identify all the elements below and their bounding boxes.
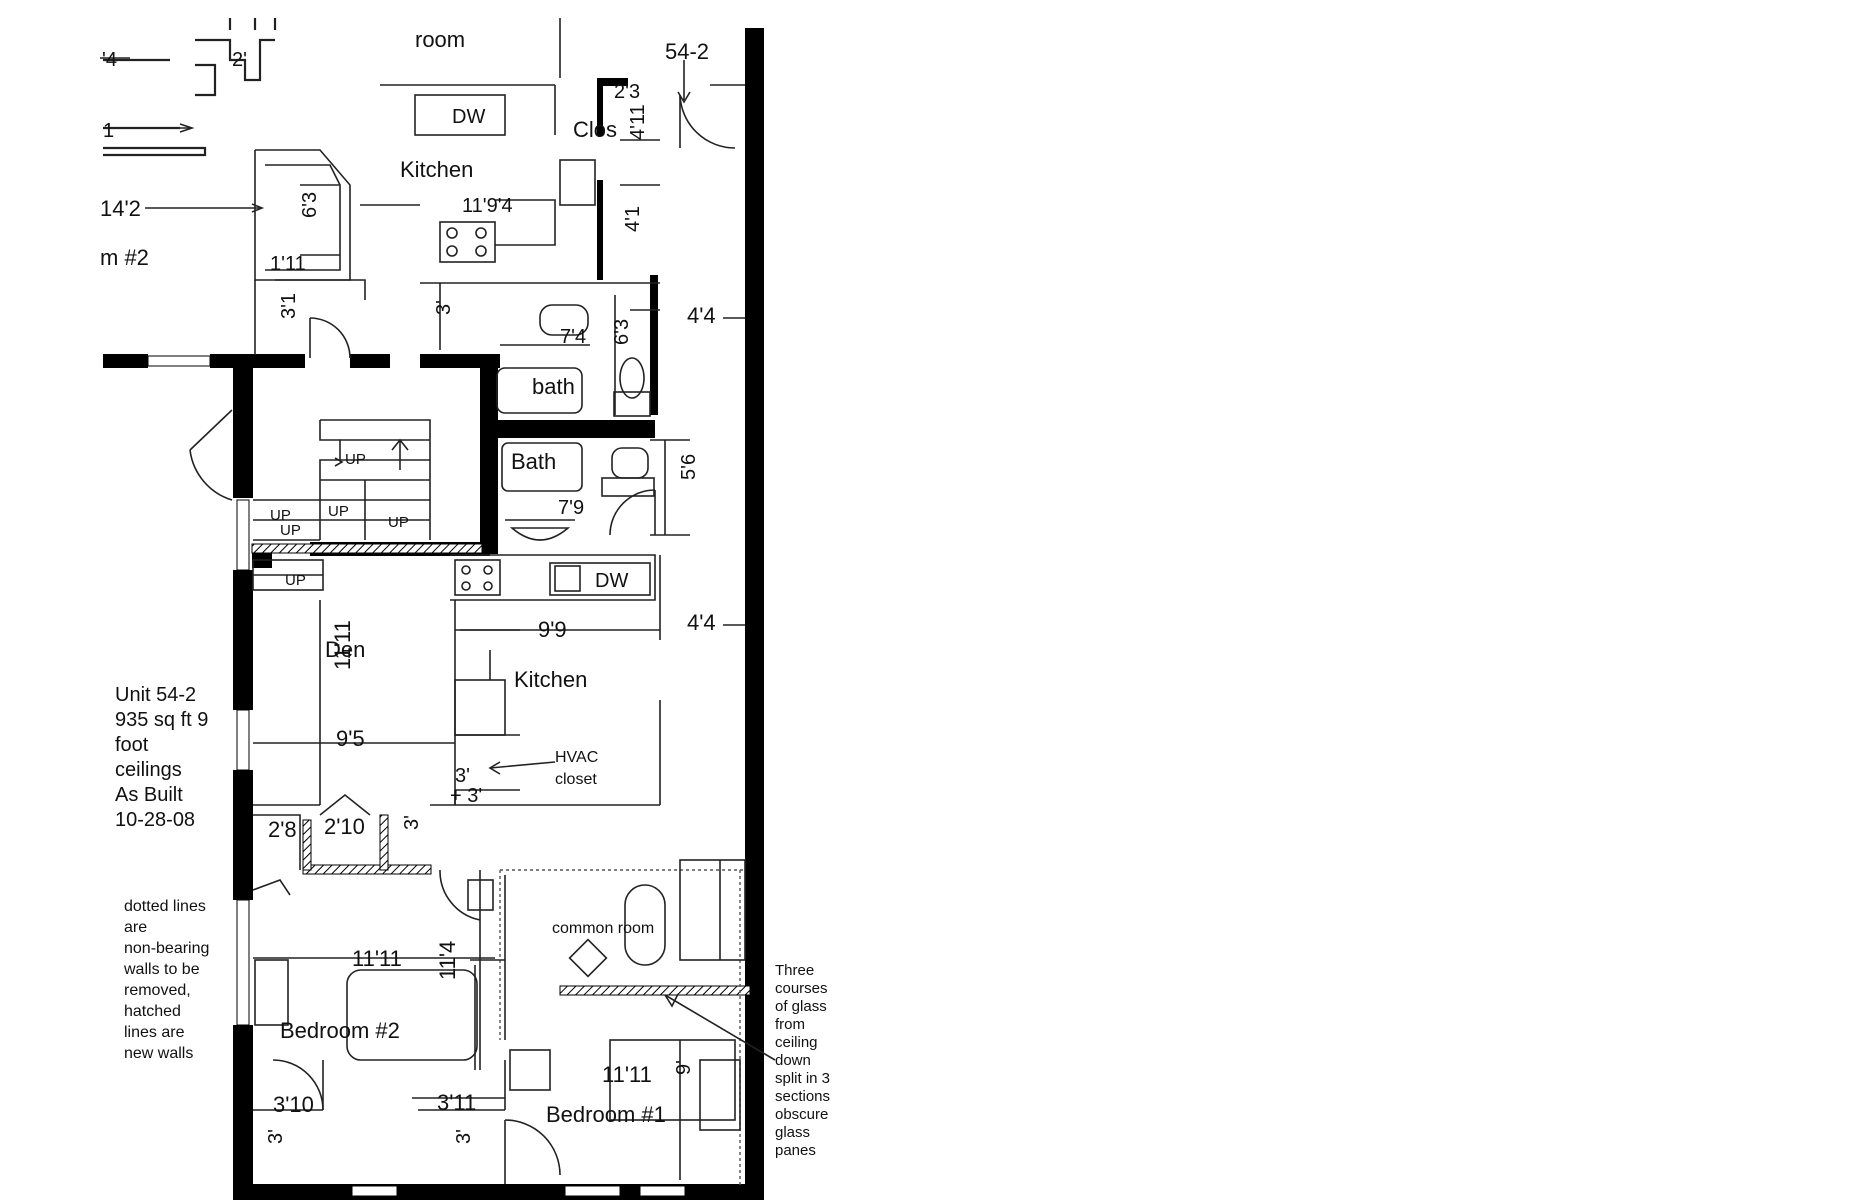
dim-label: 4'1 bbox=[622, 206, 644, 232]
glass-note-line: sections bbox=[775, 1088, 830, 1105]
dim-label: 3' bbox=[265, 1129, 287, 1144]
stair-up-label: UP bbox=[345, 451, 366, 468]
glass-note-line: courses bbox=[775, 980, 828, 997]
dim-label: 3' bbox=[401, 815, 423, 830]
kitchen-lower-label: Kitchen bbox=[514, 667, 587, 692]
legend-note-line: non-bearing bbox=[124, 940, 209, 957]
dim-label: 7'4 bbox=[560, 326, 586, 348]
dim-label: 2'10 bbox=[324, 814, 365, 839]
dim-label: 1'11 bbox=[270, 253, 306, 275]
dishwasher-label: DW bbox=[595, 570, 628, 592]
unit-note-line: Unit 54-2 bbox=[115, 684, 196, 706]
glass-note-line: ceiling bbox=[775, 1034, 818, 1051]
dim-label: 3' bbox=[455, 765, 470, 787]
dim-label: 9' bbox=[673, 1060, 695, 1075]
dim-label: 4'11 bbox=[627, 104, 649, 140]
dim-label: 5'6 bbox=[678, 454, 700, 480]
unit-label-top: 54-2 bbox=[665, 39, 709, 64]
dim-label: 11'11 bbox=[352, 946, 402, 971]
dim-label: 3'11 bbox=[437, 1090, 476, 1115]
thin-linework bbox=[100, 18, 776, 1184]
legend-note-line: are bbox=[124, 919, 147, 936]
dim-label: 3'1 bbox=[278, 293, 300, 319]
dim-label: + 3' bbox=[450, 785, 482, 807]
glass-note-line: glass bbox=[775, 1124, 810, 1141]
dim-label: 7'9 bbox=[558, 497, 584, 519]
stair-up-label: UP bbox=[270, 507, 291, 524]
legend-note-line: new walls bbox=[124, 1045, 193, 1062]
dim-label: 2' bbox=[232, 49, 247, 71]
unit-note-line: foot bbox=[115, 734, 149, 756]
dim-label: 11'11 bbox=[602, 1062, 652, 1087]
dim-label: 9'9 bbox=[538, 617, 567, 642]
glass-note: Three courses of glass from ceiling down… bbox=[775, 962, 830, 1159]
legend-note-line: lines are bbox=[124, 1024, 185, 1041]
exterior-walls bbox=[103, 28, 764, 1200]
dim-label: 1 bbox=[103, 120, 114, 142]
legend-note-line: walls to be bbox=[123, 961, 200, 978]
dim-label: 3' bbox=[453, 1129, 475, 1144]
dim-label: 4'4 bbox=[687, 303, 716, 328]
non-bearing-walls-dotted bbox=[499, 869, 745, 1185]
legend-note-line: dotted lines bbox=[124, 898, 206, 915]
room-label-partial: m #2 bbox=[100, 245, 149, 270]
closet-label-partial: Clos bbox=[573, 117, 617, 142]
bath-lower-label: Bath bbox=[511, 449, 556, 474]
dim-label: 9'5 bbox=[336, 726, 365, 751]
glass-note-line: down bbox=[775, 1052, 811, 1069]
dim-label: '4 bbox=[102, 49, 117, 71]
dim-label: 14'2 bbox=[100, 196, 141, 221]
unit-note: Unit 54-2 935 sq ft 9 foot ceilings As B… bbox=[115, 684, 208, 831]
dim-label: 11'9'4 bbox=[462, 195, 513, 217]
bedroom-2-label: Bedroom #2 bbox=[280, 1018, 400, 1043]
stair-up-label: UP bbox=[280, 522, 301, 539]
stair-up-label: UP bbox=[388, 514, 409, 531]
dim-label: 2'8 bbox=[268, 817, 297, 842]
dim-label: 2'3 bbox=[614, 81, 640, 103]
common-room-label: common room bbox=[552, 920, 654, 937]
bedroom-1-label: Bedroom #1 bbox=[546, 1102, 666, 1127]
stair-up-label: UP bbox=[328, 503, 349, 520]
unit-note-line: 935 sq ft 9 bbox=[115, 709, 208, 731]
unit-note-line: As Built bbox=[115, 784, 183, 806]
glass-note-line: panes bbox=[775, 1142, 816, 1159]
plan-labels: room 54-2 2'3 '4 2' 1 14'2 m #2 Clos DW … bbox=[100, 27, 716, 1144]
legend-note: dotted lines are non-bearing walls to be… bbox=[123, 898, 209, 1062]
dim-label: 3'10 bbox=[273, 1092, 314, 1117]
dim-label: 6'3 bbox=[299, 192, 321, 218]
glass-note-line: obscure bbox=[775, 1106, 828, 1123]
unit-note-line: ceilings bbox=[115, 759, 182, 781]
dim-label: 6'3 bbox=[611, 319, 633, 345]
room-label-top: room bbox=[415, 27, 465, 52]
glass-note-line: of glass bbox=[775, 998, 827, 1015]
bath-upper-label: bath bbox=[532, 374, 575, 399]
dishwasher-label: DW bbox=[452, 106, 485, 128]
hvac-closet-label: HVAC bbox=[555, 749, 598, 766]
stair-up-label: UP bbox=[285, 572, 306, 589]
glass-note-line: from bbox=[775, 1016, 805, 1033]
legend-note-line: hatched bbox=[124, 1003, 181, 1020]
dim-label: 11'11 bbox=[330, 620, 355, 670]
dim-label: 4'4 bbox=[687, 610, 716, 635]
hvac-closet-label: closet bbox=[555, 771, 597, 788]
unit-note-line: 10-28-08 bbox=[115, 809, 195, 831]
legend-note-line: removed, bbox=[124, 982, 191, 999]
den-label: Den bbox=[325, 637, 365, 662]
new-walls-hatched bbox=[251, 543, 751, 996]
glass-note-line: split in 3 bbox=[775, 1070, 830, 1087]
dim-label: 3' bbox=[433, 300, 455, 315]
dim-label: 11'4 bbox=[435, 941, 460, 980]
glass-note-line: Three bbox=[775, 962, 814, 979]
kitchen-upper-label: Kitchen bbox=[400, 157, 473, 182]
